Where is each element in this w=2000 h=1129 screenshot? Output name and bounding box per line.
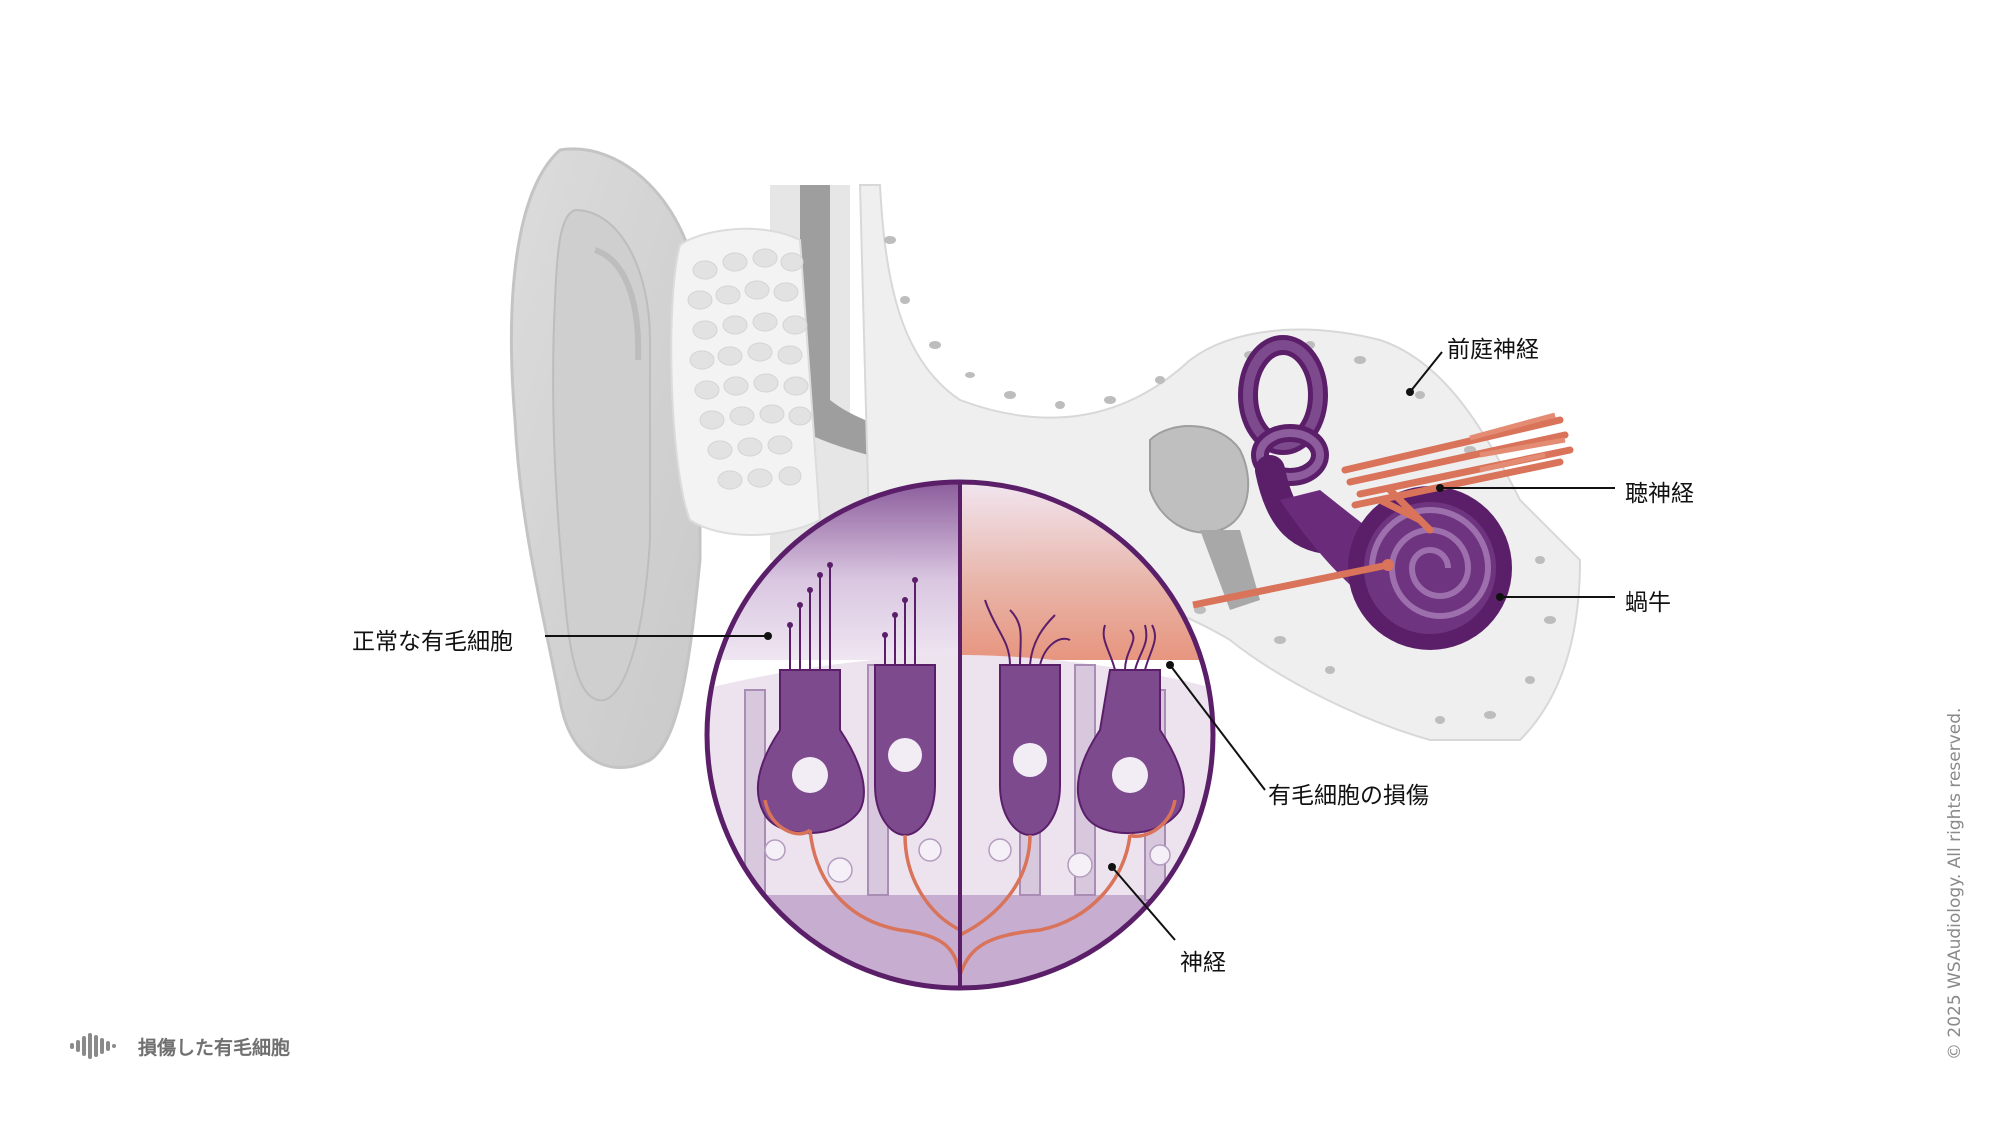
label-auditory-nerve: 聴神経 — [1625, 481, 1694, 507]
middle-ear — [1149, 425, 1260, 610]
cochlea-spiral — [1280, 486, 1512, 650]
label-normal-hair-cells: 正常な有毛細胞 — [352, 629, 513, 655]
label-damaged-hair-cells: 有毛細胞の損傷 — [1268, 783, 1429, 809]
copyright: © 2025 WSAudiology. All rights reserved. — [1945, 707, 1965, 1060]
nerve-fibers — [763, 799, 1177, 976]
nerve-bundle — [1341, 416, 1574, 534]
leader-lines — [545, 351, 1615, 941]
sound-wave-icon — [70, 1033, 116, 1059]
label-cochlea: 蝸牛 — [1625, 590, 1671, 616]
footer-title: 損傷した有毛細胞 — [138, 1036, 291, 1059]
leader-dots — [764, 388, 1504, 871]
footer: 損傷した有毛細胞 — [70, 1032, 290, 1060]
zoom-pointer-dot — [1382, 559, 1394, 571]
label-vestibular-nerve: 前庭神経 — [1447, 337, 1539, 363]
damaged-hair-cell-2 — [1076, 624, 1185, 835]
cartilage — [670, 227, 822, 536]
nerve-ends — [1469, 412, 1566, 473]
label-nerve: 神経 — [1180, 950, 1226, 976]
zoom-pointer — [1192, 561, 1389, 609]
damaged-hair-cell-1 — [984, 599, 1071, 837]
pinna — [509, 147, 702, 769]
zoom-circle — [704, 479, 1216, 991]
supporting-cells — [764, 838, 1171, 883]
normal-hair-cell-1 — [756, 562, 865, 835]
normal-hair-cell-2 — [874, 577, 936, 837]
